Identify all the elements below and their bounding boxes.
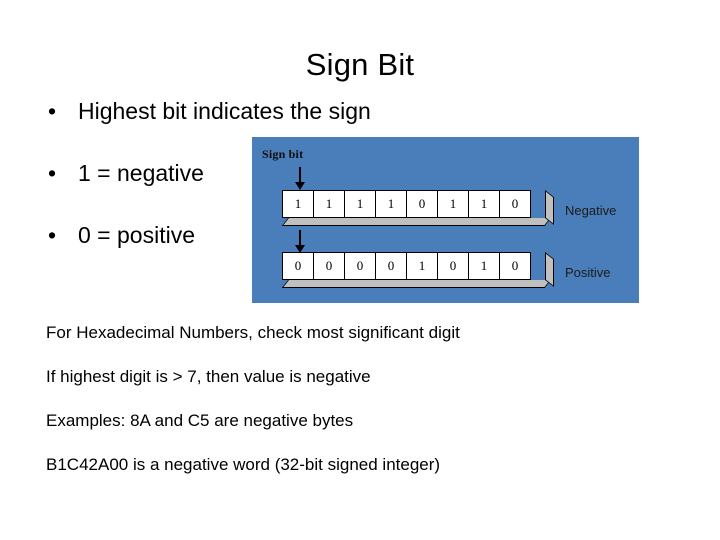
bullet-marker-icon: • xyxy=(48,98,57,124)
body-line-hex-rule: For Hexadecimal Numbers, check most sign… xyxy=(46,323,460,342)
row-label-positive: Positive xyxy=(565,265,611,280)
sign-bit-diagram: Sign bit 1 1 1 1 0 1 1 0 0 0 0 0 1 xyxy=(252,137,639,303)
bit-row-negative: 1 1 1 1 0 1 1 0 xyxy=(281,190,554,230)
bit-cell: 0 xyxy=(499,190,531,218)
bit-cell: 0 xyxy=(437,252,469,280)
bit-cell: 0 xyxy=(282,252,314,280)
bit-cell: 1 xyxy=(313,190,345,218)
bit-cell: 1 xyxy=(344,190,376,218)
bullet-item-one-negative: • 1 = negative xyxy=(34,158,454,188)
bit-strip-right-face xyxy=(545,190,554,226)
bullet-marker-icon: • xyxy=(48,222,57,248)
bit-cell: 0 xyxy=(344,252,376,280)
bit-cell: 1 xyxy=(406,252,438,280)
bullet-marker-icon: • xyxy=(48,160,57,186)
down-arrow-icon-positive xyxy=(294,230,305,254)
body-line-examples-bytes: Examples: 8A and C5 are negative bytes xyxy=(46,411,354,430)
bit-strip: 0 0 0 0 1 0 1 0 xyxy=(281,252,554,288)
row-label-negative: Negative xyxy=(565,203,617,218)
bullet-item-zero-positive: • 0 = positive xyxy=(34,220,454,250)
bit-strip-bottom-face xyxy=(281,280,551,288)
bit-strip-bottom-face xyxy=(281,218,551,226)
sign-bit-label: Sign bit xyxy=(262,147,304,161)
bit-cell: 1 xyxy=(282,190,314,218)
body-line-threshold: If highest digit is > 7, then value is n… xyxy=(46,367,371,386)
bit-strip: 1 1 1 1 0 1 1 0 xyxy=(281,190,554,226)
bit-cell: 0 xyxy=(499,252,531,280)
bullet-text: 1 = negative xyxy=(78,160,204,186)
bullet-text: Highest bit indicates the sign xyxy=(78,98,371,124)
bullet-list: • Highest bit indicates the sign • 1 = n… xyxy=(34,96,454,282)
down-arrow-icon-negative xyxy=(294,167,305,191)
bit-cell: 0 xyxy=(406,190,438,218)
body-line-examples-word: B1C42A00 is a negative word (32-bit sign… xyxy=(46,455,441,474)
bit-row-positive: 0 0 0 0 1 0 1 0 xyxy=(281,252,554,292)
bit-cell: 1 xyxy=(375,190,407,218)
bit-cell: 1 xyxy=(437,190,469,218)
bit-cell: 0 xyxy=(313,252,345,280)
bit-cell: 1 xyxy=(468,252,500,280)
bit-cell: 0 xyxy=(375,252,407,280)
bullet-text: 0 = positive xyxy=(78,222,195,248)
page-title: Sign Bit xyxy=(305,47,415,82)
bullet-item-highest-bit: • Highest bit indicates the sign xyxy=(34,96,454,126)
bit-strip-right-face xyxy=(545,252,554,288)
body-text-block: For Hexadecimal Numbers, check most sign… xyxy=(46,322,686,498)
bit-cell: 1 xyxy=(468,190,500,218)
